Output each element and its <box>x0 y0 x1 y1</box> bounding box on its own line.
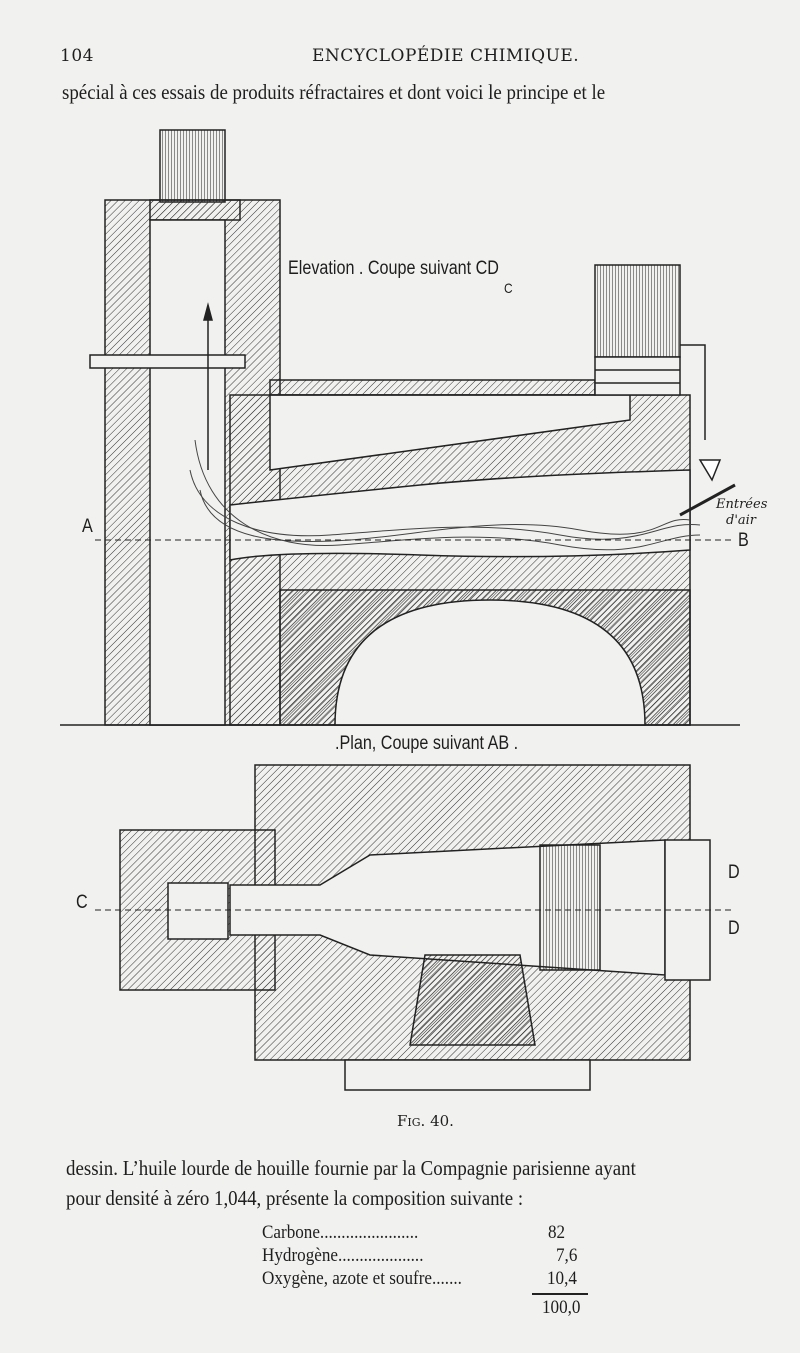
chimney-pipe <box>159 129 226 203</box>
plan-title: .Plan, Coupe suivant AB . <box>335 733 519 754</box>
label-b: B <box>738 530 749 551</box>
label-c: C <box>76 892 88 913</box>
label-d1: D <box>728 862 740 883</box>
paragraph-line-2: pour densité à zéro 1,044, présente la c… <box>66 1186 524 1210</box>
paragraph-line-1: dessin. L’huile lourde de houille fourni… <box>66 1156 636 1180</box>
row-name: Oxygène, azote et soufre....... <box>262 1268 462 1289</box>
label-a: A <box>82 516 93 537</box>
row-name: Carbone....................... <box>262 1222 419 1243</box>
air-label-2: d'air <box>726 513 757 528</box>
row-value: 10,4 <box>547 1268 577 1289</box>
oil-tank <box>594 264 681 358</box>
top-text-line: spécial à ces essais de produits réfract… <box>62 80 606 104</box>
sum-rule <box>532 1293 588 1295</box>
label-c-top: C <box>504 280 513 296</box>
elevation-title: Elevation . Coupe suivant CD <box>288 258 499 279</box>
row-name: Hydrogène.................... <box>262 1245 424 1266</box>
label-d2: D <box>728 918 740 939</box>
row-value: 7,6 <box>556 1245 578 1266</box>
page-number: 104 <box>60 46 94 66</box>
air-label-1: Entrées <box>716 497 768 512</box>
running-title: ENCYCLOPÉDIE CHIMIQUE. <box>312 46 580 66</box>
figure-caption: Fig. 40. <box>397 1112 454 1130</box>
row-value: 82 <box>548 1222 566 1243</box>
total-value: 100,0 <box>542 1297 581 1318</box>
chimney-flange <box>89 354 246 369</box>
